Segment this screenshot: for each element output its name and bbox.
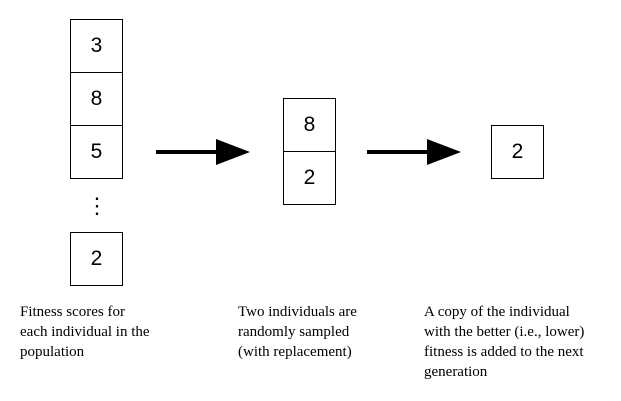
winner-score-value: 2	[511, 140, 524, 163]
population-score-value: 3	[90, 34, 103, 57]
population-score-value: 8	[90, 87, 103, 110]
sample-score-box-1: 8	[283, 98, 336, 152]
sample-score-box-2: 2	[283, 151, 336, 205]
sample-score-value: 2	[303, 166, 316, 189]
population-score-box-last: 2	[70, 232, 123, 286]
population-score-box-2: 8	[70, 72, 123, 126]
population-score-value: 2	[90, 247, 103, 270]
winner-score-box: 2	[491, 125, 544, 179]
population-score-box-1: 3	[70, 19, 123, 73]
right-arrow-icon	[367, 139, 461, 165]
sample-caption: Two individuals are randomly sampled (wi…	[238, 304, 357, 360]
winner-caption: A copy of the individual with the better…	[424, 304, 585, 380]
population-caption: Fitness scores for each individual in th…	[20, 304, 150, 360]
population-score-value: 5	[90, 140, 103, 163]
population-score-box-3: 5	[70, 125, 123, 179]
population-ellipsis: ⋮	[86, 193, 108, 218]
sample-score-value: 8	[303, 113, 316, 136]
right-arrow-icon	[156, 139, 250, 165]
